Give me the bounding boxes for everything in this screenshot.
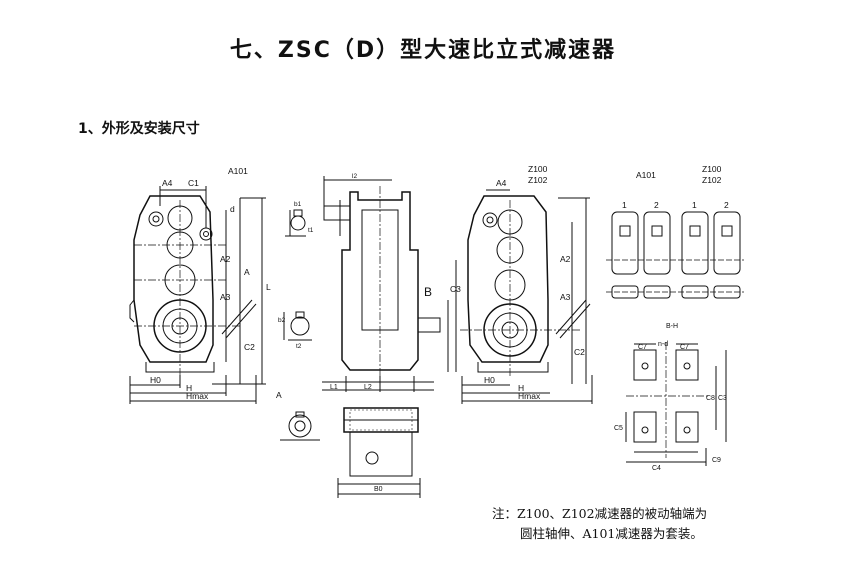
label-b: B bbox=[424, 285, 432, 299]
label-a4-right: A4 bbox=[496, 178, 507, 188]
label-l1: L1 bbox=[330, 384, 338, 391]
label-hmax: Hmax bbox=[186, 391, 209, 401]
label-b2: b2 bbox=[278, 317, 286, 324]
drawing-labels: A101 A4 C1 d A2 A A3 C2 L H0 H Hmax A b1… bbox=[150, 164, 729, 493]
footprint-view bbox=[625, 342, 727, 466]
label-z100: Z100 bbox=[528, 164, 548, 174]
label-a4: A4 bbox=[162, 178, 173, 188]
label-h0-right: H0 bbox=[484, 375, 495, 385]
label-l2: L2 bbox=[364, 384, 372, 391]
label-c8: C8 bbox=[706, 395, 715, 402]
label-a: A bbox=[244, 267, 250, 277]
label-b-h: B-H bbox=[666, 323, 678, 330]
label-c2: C2 bbox=[244, 342, 255, 352]
footnote-line-2: 圆柱轴伸、A101减速器为套装。 bbox=[520, 526, 703, 541]
footnote: 注：Z100、Z102减速器的被动轴端为 圆柱轴伸、A101减速器为套装。 bbox=[492, 504, 707, 544]
page-title: 七、ZSC（D）型大速比立式减速器 bbox=[229, 38, 617, 63]
label-l2-small: l2 bbox=[352, 173, 357, 180]
label-t1: t1 bbox=[308, 227, 314, 234]
label-c7b: C7 bbox=[680, 344, 689, 351]
section-heading: 1、外形及安装尺寸 bbox=[78, 121, 200, 137]
front-view-left bbox=[129, 186, 266, 404]
label-variant-1a: 1 bbox=[622, 200, 627, 210]
label-c2-right: C2 bbox=[574, 347, 585, 357]
label-z102-right: Z102 bbox=[702, 175, 722, 185]
label-d: d bbox=[230, 204, 235, 214]
label-c7a: C7 bbox=[638, 344, 647, 351]
label-a3: A3 bbox=[220, 292, 231, 302]
label-z102: Z102 bbox=[528, 175, 548, 185]
label-a2-right: A2 bbox=[560, 254, 571, 264]
footnote-line-1: 注：Z100、Z102减速器的被动轴端为 bbox=[492, 506, 708, 521]
label-variant-2b: 2 bbox=[724, 200, 729, 210]
front-view-right bbox=[447, 189, 593, 404]
label-a-view: A bbox=[276, 390, 282, 400]
side-view bbox=[322, 176, 441, 498]
label-c1: C1 bbox=[188, 178, 199, 188]
label-b1: b1 bbox=[294, 201, 302, 208]
label-c3: C3 bbox=[450, 284, 461, 294]
label-h0: H0 bbox=[150, 375, 161, 385]
label-a101-right: A101 bbox=[636, 170, 656, 180]
variant-views bbox=[606, 211, 744, 299]
label-a101-left: A101 bbox=[228, 166, 248, 176]
shaft-key-details bbox=[280, 209, 320, 441]
label-c9: C9 bbox=[712, 457, 721, 464]
label-l: L bbox=[266, 282, 271, 292]
label-h-right: H bbox=[518, 383, 524, 393]
label-h: H bbox=[186, 383, 192, 393]
label-variant-2a: 2 bbox=[654, 200, 659, 210]
label-n-d: n-d bbox=[658, 341, 668, 348]
label-b0: B0 bbox=[374, 486, 383, 493]
label-z100-right: Z100 bbox=[702, 164, 722, 174]
label-a2: A2 bbox=[220, 254, 231, 264]
label-t2: t2 bbox=[296, 343, 302, 350]
label-c3-footprint: C3 bbox=[718, 395, 727, 402]
label-hmax-right: Hmax bbox=[518, 391, 541, 401]
label-a3-right: A3 bbox=[560, 292, 571, 302]
label-variant-1b: 1 bbox=[692, 200, 697, 210]
label-c5: C5 bbox=[614, 425, 623, 432]
label-c4: C4 bbox=[652, 465, 661, 472]
